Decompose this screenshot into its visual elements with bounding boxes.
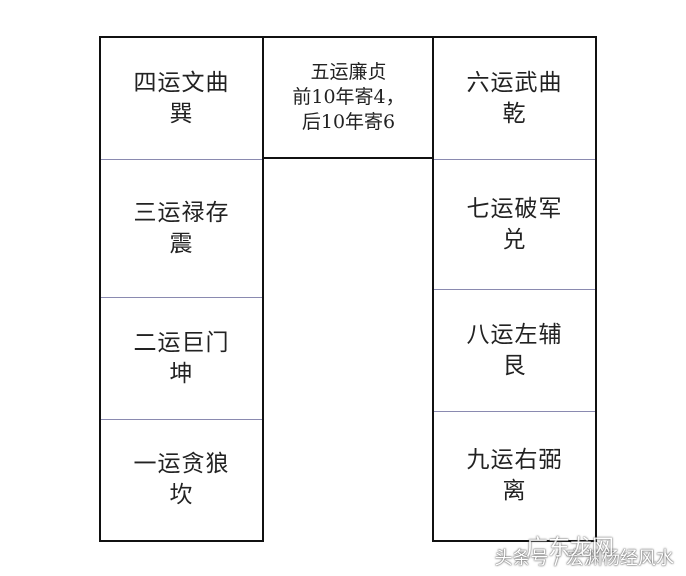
cell-trigram: 艮 [502, 352, 527, 379]
cell-trigram: 震 [169, 230, 194, 257]
watermark: 头条号 / 宏渊杨经风水 广东龙网 [494, 536, 674, 570]
watermark-logo: 广东龙网 [525, 536, 614, 561]
cell-title: 八运左辅 [466, 321, 563, 348]
center-line-3: 后10年寄6 [301, 111, 396, 133]
cell-yun-5: 五运廉贞 前10年寄4， 后10年寄6 [264, 38, 433, 157]
center-line-2: 前10年寄4， [292, 86, 405, 108]
cell-trigram: 坎 [169, 482, 194, 508]
cell-title: 四运文曲 [133, 69, 230, 96]
cell-yun-2: 二运巨门 坤 [101, 298, 262, 420]
center-line-1: 五运廉贞 [310, 61, 387, 83]
cell-trigram: 坤 [169, 360, 194, 387]
center-box: 五运廉贞 前10年寄4， 后10年寄6 [262, 36, 435, 159]
cell-yun-3: 三运禄存 震 [101, 160, 262, 298]
cell-yun-4: 四运文曲 巽 [101, 38, 262, 160]
cell-title: 九运右弼 [466, 447, 563, 473]
cell-yun-1: 一运贪狼 坎 [101, 420, 262, 540]
cell-yun-7: 七运破军 兑 [434, 160, 595, 290]
cell-trigram: 离 [502, 478, 527, 504]
cell-yun-8: 八运左辅 艮 [434, 290, 595, 412]
watermark-prefix: 头条号 / 宏渊杨经风水 [494, 548, 674, 569]
cell-trigram: 巽 [169, 100, 194, 127]
cell-title: 三运禄存 [133, 199, 230, 226]
cell-title: 七运破军 [466, 195, 563, 222]
cell-title: 一运贪狼 [133, 451, 230, 477]
left-column: 四运文曲 巽 三运禄存 震 二运巨门 坤 一运贪狼 坎 [99, 36, 264, 542]
cell-trigram: 乾 [502, 100, 527, 127]
cell-yun-9: 九运右弼 离 [434, 412, 595, 540]
cell-yun-6: 六运武曲 乾 [434, 38, 595, 160]
cell-title: 六运武曲 [466, 69, 563, 96]
cell-trigram: 兑 [502, 226, 527, 253]
right-column: 六运武曲 乾 七运破军 兑 八运左辅 艮 九运右弼 离 [432, 36, 597, 542]
cell-title: 二运巨门 [133, 329, 230, 356]
